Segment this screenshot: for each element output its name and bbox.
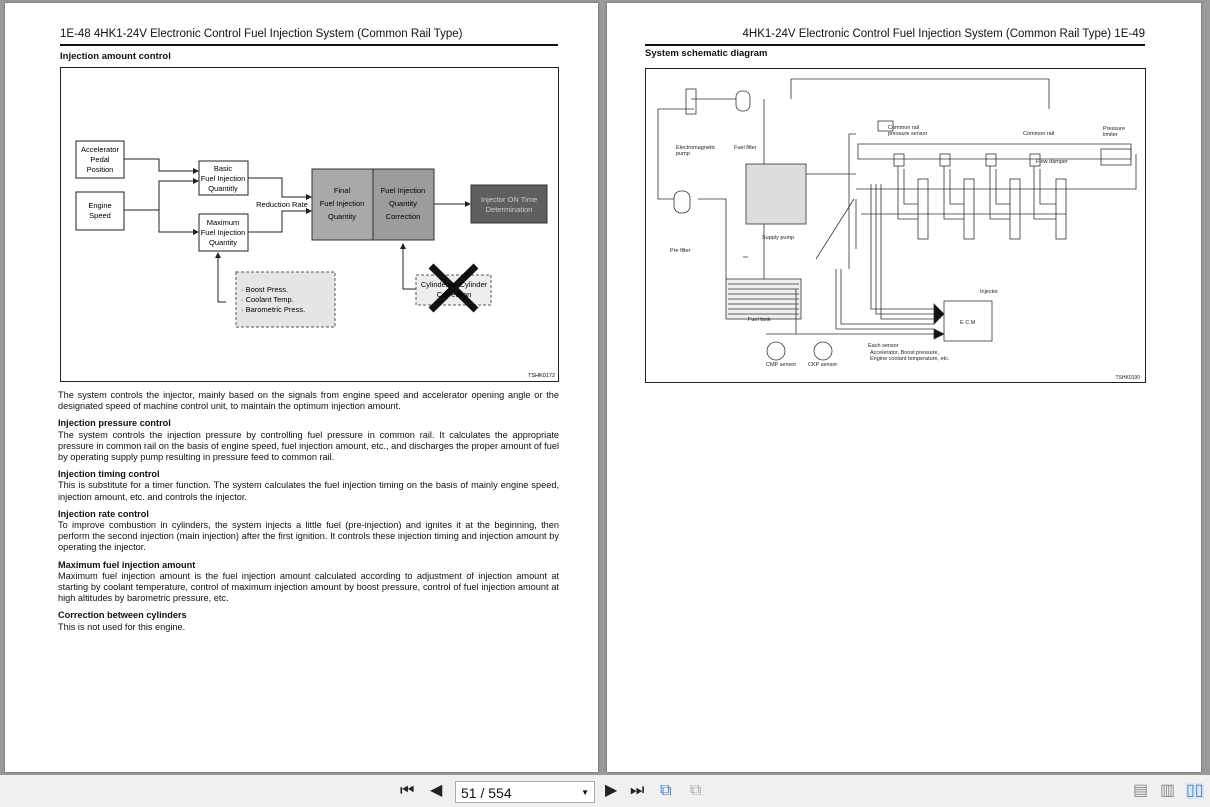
bottom-toolbar: ⏮ ◀ 51 / 554▼ ▶ ⏭ ⧉ ⧉ ▤ ▥ ▯▯: [0, 775, 1210, 807]
chevron-down-icon: ▼: [581, 788, 589, 797]
paragraph: Maximum fuel injection amount is the fue…: [58, 570, 559, 604]
svg-text:Engine: Engine: [88, 201, 111, 210]
header-rule: [60, 44, 558, 46]
subheading: Injection pressure control: [58, 418, 171, 429]
right-page: 4HK1-24V Electronic Control Fuel Injecti…: [607, 3, 1201, 772]
previous-page-icon[interactable]: ◀: [430, 782, 443, 799]
svg-text:Correction: Correction: [386, 212, 421, 221]
subheading: Correction between cylinders: [58, 610, 187, 621]
svg-text:Basic: Basic: [214, 164, 233, 173]
last-page-icon[interactable]: ⏭: [630, 782, 645, 799]
svg-text:Cylinder-to-Cylinder: Cylinder-to-Cylinder: [421, 280, 488, 289]
svg-text:Correction: Correction: [437, 290, 472, 299]
svg-text:Injector: Injector: [980, 289, 998, 295]
svg-text:Determination: Determination: [486, 205, 533, 214]
paragraph: This is not used for this engine.: [58, 621, 186, 632]
subheading: Injection timing control: [58, 469, 160, 480]
svg-text:Common rail: Common rail: [1023, 131, 1054, 137]
svg-text:Pre filter: Pre filter: [670, 248, 691, 254]
svg-text:TSHK0172: TSHK0172: [528, 373, 555, 379]
svg-text:Flow damper: Flow damper: [1036, 159, 1068, 165]
svg-text:Injector ON Time: Injector ON Time: [481, 195, 537, 204]
page-number-select[interactable]: 51 / 554▼: [455, 781, 595, 803]
svg-text:Accelerator, Boost pressure,: Accelerator, Boost pressure,: [870, 350, 940, 356]
svg-text:Final: Final: [334, 186, 351, 195]
svg-text:E C M: E C M: [960, 320, 976, 326]
svg-text:Maximum: Maximum: [207, 218, 240, 227]
svg-text:pressure sensor: pressure sensor: [888, 131, 928, 137]
section-title: System schematic diagram: [645, 48, 768, 59]
cross-out-mark: [428, 263, 479, 313]
two-page-view-icon[interactable]: ▯▯: [1186, 782, 1204, 799]
svg-text:TSHK0190: TSHK0190: [1116, 375, 1141, 381]
svg-text:Fuel Injection: Fuel Injection: [201, 228, 246, 237]
page-header: 1E-48 4HK1-24V Electronic Control Fuel I…: [60, 28, 463, 40]
svg-text:· Boost Press.: · Boost Press.: [241, 285, 288, 294]
svg-text:Pedal: Pedal: [90, 155, 110, 164]
svg-text:· Coolant Temp.: · Coolant Temp.: [241, 295, 294, 304]
paragraph: To improve combustion in cylinders, the …: [58, 520, 559, 553]
svg-text:Electromagnetic: Electromagnetic: [676, 145, 716, 151]
svg-text:Speed: Speed: [89, 211, 111, 220]
paragraph: The system controls the injection pressu…: [58, 429, 559, 463]
left-page: 1E-48 4HK1-24V Electronic Control Fuel I…: [5, 3, 598, 772]
svg-text:Fuel filter: Fuel filter: [734, 145, 757, 151]
page-header: 4HK1-24V Electronic Control Fuel Injecti…: [742, 28, 1145, 40]
go-forward-view-icon[interactable]: ⧉: [690, 782, 702, 799]
svg-text:CKP sensor: CKP sensor: [808, 362, 837, 368]
svg-text:pump: pump: [676, 151, 690, 157]
svg-text:limiter: limiter: [1103, 132, 1118, 138]
svg-text:Quantity: Quantity: [389, 199, 417, 208]
svg-text:Each sensor: Each sensor: [868, 343, 899, 349]
single-page-view-icon[interactable]: ▤: [1133, 782, 1149, 799]
svg-text:Reduction Rate: Reduction Rate: [256, 200, 308, 209]
first-page-icon[interactable]: ⏮: [400, 782, 415, 799]
svg-text:Accelerator: Accelerator: [81, 145, 119, 154]
svg-text:Quantity: Quantity: [328, 212, 356, 221]
svg-text:Position: Position: [87, 165, 114, 174]
subheading: Maximum fuel injection amount: [58, 559, 196, 570]
go-back-view-icon[interactable]: ⧉: [660, 782, 672, 799]
svg-text:Common rail: Common rail: [888, 125, 919, 131]
intro-paragraph: The system controls the injector, mainly…: [58, 390, 559, 412]
svg-text:Quantitly: Quantitly: [208, 184, 238, 193]
svg-text:Fuel Injection: Fuel Injection: [201, 174, 246, 183]
svg-text:CMP sensor: CMP sensor: [766, 362, 796, 368]
svg-text:Fuel Injection: Fuel Injection: [320, 199, 365, 208]
svg-text:Fuel tank: Fuel tank: [748, 317, 771, 323]
svg-text:Fuel Injection: Fuel Injection: [381, 186, 426, 195]
body-text: The system controls the injector, mainly…: [58, 390, 559, 633]
svg-text:Pressure: Pressure: [1103, 126, 1125, 132]
svg-text:Supply pump: Supply pump: [762, 235, 794, 241]
svg-text:Quantity: Quantity: [209, 238, 237, 247]
continuous-view-icon[interactable]: ▥: [1160, 782, 1176, 799]
section-title: Injection amount control: [60, 51, 171, 62]
svg-text:· Barometric Press.: · Barometric Press.: [241, 305, 305, 314]
header-rule: [645, 44, 1145, 46]
paragraph: This is substitute for a timer function.…: [58, 480, 559, 502]
svg-text:Engine coolant temperature, et: Engine coolant temperature, etc.: [870, 356, 950, 362]
next-page-icon[interactable]: ▶: [605, 782, 618, 799]
subheading: Injection rate control: [58, 508, 149, 519]
